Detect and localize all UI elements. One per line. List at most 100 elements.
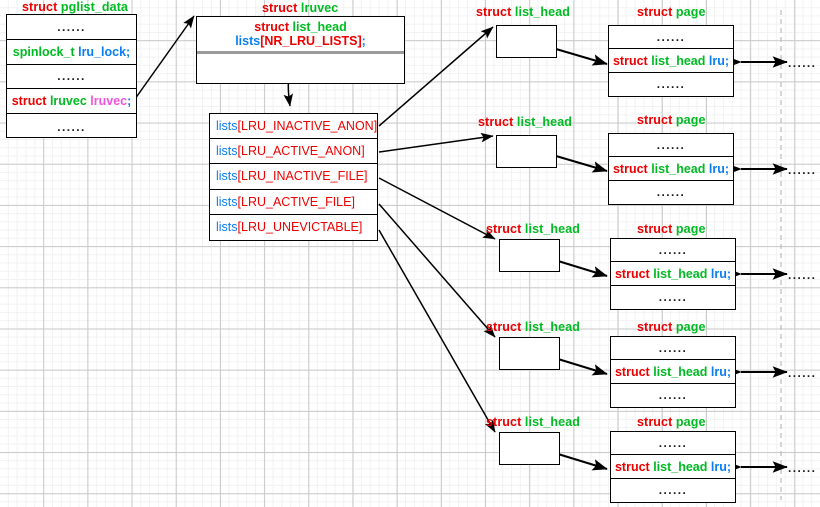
entry-index: LRU_INACTIVE_FILE bbox=[241, 169, 364, 184]
lru-name: lru bbox=[708, 53, 725, 68]
page-row-ellipsis-bottom: ...... bbox=[611, 479, 735, 502]
ellipsis-text: ...... bbox=[57, 69, 86, 84]
page-row-ellipsis-top: ...... bbox=[609, 26, 733, 50]
caption-type: list_head bbox=[524, 222, 581, 236]
lru-keyword: struct bbox=[614, 266, 650, 281]
bracket-open: [ bbox=[237, 169, 242, 184]
entry-name: lists bbox=[216, 220, 238, 235]
page-row-lru: struct list_head lru; bbox=[609, 157, 733, 181]
lru-name: lru bbox=[710, 364, 727, 379]
bracket-close: ] bbox=[373, 119, 378, 134]
lru-list-entry-active-anon[interactable]: lists[LRU_ACTIVE_ANON] bbox=[210, 139, 377, 165]
caption-keyword: struct bbox=[637, 222, 673, 236]
lruvec-member-line2: lists[NR_LRU_LISTS]; bbox=[235, 34, 366, 48]
caption-type: list_head bbox=[524, 415, 581, 429]
lru-semicolon: ; bbox=[726, 266, 732, 281]
ellipsis-text: ...... bbox=[658, 341, 688, 356]
chain-4-list-head-box bbox=[499, 337, 560, 370]
pglist-caption-type: pglist_data bbox=[60, 0, 129, 14]
lru-lock-name: lru_lock bbox=[78, 44, 127, 59]
lru-list-entry-unevictable[interactable]: lists[LRU_UNEVICTABLE] bbox=[210, 215, 377, 240]
caption-type: page bbox=[675, 113, 706, 127]
caption-keyword: struct bbox=[637, 5, 673, 19]
page-row-ellipsis-top: ...... bbox=[609, 134, 733, 158]
caption-type: list_head bbox=[524, 320, 581, 334]
lru-name: lru bbox=[710, 459, 727, 474]
lru-keyword: struct bbox=[614, 459, 650, 474]
lruvec-member-type: list_head bbox=[292, 20, 347, 34]
chain-3-tail-ellipsis: ...... bbox=[788, 268, 817, 282]
chain-5-page-box: ...... struct list_head lru; ...... bbox=[610, 431, 736, 503]
caption-keyword: struct bbox=[637, 415, 673, 429]
lru-list-entry-inactive-anon[interactable]: lists[LRU_INACTIVE_ANON] bbox=[210, 114, 378, 140]
page-row-ellipsis-bottom: ...... bbox=[609, 181, 733, 204]
lru-type: list_head bbox=[653, 459, 708, 474]
chain-3-page-box: ...... struct list_head lru; ...... bbox=[610, 238, 736, 310]
lru-type: list_head bbox=[653, 266, 708, 281]
caption-keyword: struct bbox=[637, 320, 673, 334]
lru-type: list_head bbox=[651, 53, 706, 68]
lruvec-caption-keyword: struct bbox=[262, 1, 298, 15]
bracket-open: [ bbox=[237, 194, 242, 209]
chain-3-list-head-box bbox=[499, 239, 560, 272]
page-row-ellipsis-bottom: ...... bbox=[609, 73, 733, 96]
lru-list-entry-active-file[interactable]: lists[LRU_ACTIVE_FILE] bbox=[210, 190, 377, 215]
lru-semicolon: ; bbox=[726, 364, 732, 379]
entry-name: lists bbox=[216, 194, 238, 209]
page-row-ellipsis-top: ...... bbox=[611, 337, 735, 361]
pglist-data-caption: struct pglist_data bbox=[22, 0, 128, 14]
bracket-close: ] bbox=[351, 194, 355, 209]
lruvec-member-name: lists bbox=[235, 34, 261, 48]
lruvec-field-semicolon: ; bbox=[127, 94, 132, 109]
bracket-close: ] bbox=[357, 34, 362, 48]
ellipsis-text: ...... bbox=[656, 77, 686, 92]
entry-name: lists bbox=[216, 144, 238, 159]
entry-index: LRU_INACTIVE_ANON bbox=[241, 119, 374, 134]
chain-2-list-head-box bbox=[496, 135, 557, 168]
entry-index: LRU_UNEVICTABLE bbox=[241, 220, 359, 235]
bracket-open: [ bbox=[260, 34, 265, 48]
caption-type: page bbox=[675, 415, 706, 429]
page-row-lru: struct list_head lru; bbox=[611, 455, 735, 479]
page-row-ellipsis-top: ...... bbox=[611, 432, 735, 456]
bracket-open: [ bbox=[237, 119, 242, 134]
page-row-ellipsis-bottom: ...... bbox=[611, 286, 735, 309]
lru-lock-semicolon: ; bbox=[126, 44, 131, 59]
pglist-caption-keyword: struct bbox=[22, 0, 58, 14]
ellipsis-text: ...... bbox=[57, 19, 86, 34]
ellipsis-text: ...... bbox=[656, 185, 686, 200]
lru-type: list_head bbox=[653, 364, 708, 379]
pglist-row-ellipsis-mid: ...... bbox=[7, 65, 136, 90]
entry-name: lists bbox=[216, 119, 238, 134]
ellipsis-text: ...... bbox=[658, 290, 688, 305]
pglist-data-box: ...... spinlock_t lru_lock; ...... struc… bbox=[6, 14, 137, 138]
ellipsis-text: ...... bbox=[658, 243, 688, 258]
lru-semicolon: ; bbox=[724, 161, 730, 176]
bracket-open: [ bbox=[237, 220, 242, 235]
lru-name: lru bbox=[708, 161, 725, 176]
bracket-close: ] bbox=[358, 220, 363, 235]
ellipsis-text: ...... bbox=[656, 30, 686, 45]
bracket-close: ] bbox=[363, 169, 368, 184]
lru-semicolon: ; bbox=[724, 53, 730, 68]
chain-1-page-caption: struct page bbox=[637, 5, 706, 19]
chain-5-list-head-box bbox=[499, 432, 560, 465]
lruvec-caption-type: lruvec bbox=[300, 1, 339, 15]
lruvec-caption: struct lruvec bbox=[262, 1, 338, 15]
chain-2-page-caption: struct page bbox=[637, 113, 706, 127]
lruvec-field-name: lruvec bbox=[90, 94, 128, 109]
lruvec-box: struct list_head lists[NR_LRU_LISTS]; bbox=[196, 16, 405, 84]
caption-keyword: struct bbox=[478, 115, 514, 129]
ellipsis-text: ...... bbox=[658, 388, 688, 403]
lru-list-entry-inactive-file[interactable]: lists[LRU_INACTIVE_FILE] bbox=[210, 164, 377, 190]
caption-keyword: struct bbox=[486, 222, 522, 236]
chain-4-page-caption: struct page bbox=[637, 320, 706, 334]
caption-type: list_head bbox=[514, 5, 571, 19]
caption-type: page bbox=[675, 222, 706, 236]
lruvec-member-semicolon: ; bbox=[361, 34, 366, 48]
chain-4-tail-ellipsis: ...... bbox=[788, 366, 817, 380]
chain-2-page-box: ...... struct list_head lru; ...... bbox=[608, 133, 734, 205]
lruvec-member-keyword: struct bbox=[254, 20, 290, 34]
chain-1-list-head-caption: struct list_head bbox=[476, 5, 570, 19]
ellipsis-text: ...... bbox=[656, 138, 686, 153]
